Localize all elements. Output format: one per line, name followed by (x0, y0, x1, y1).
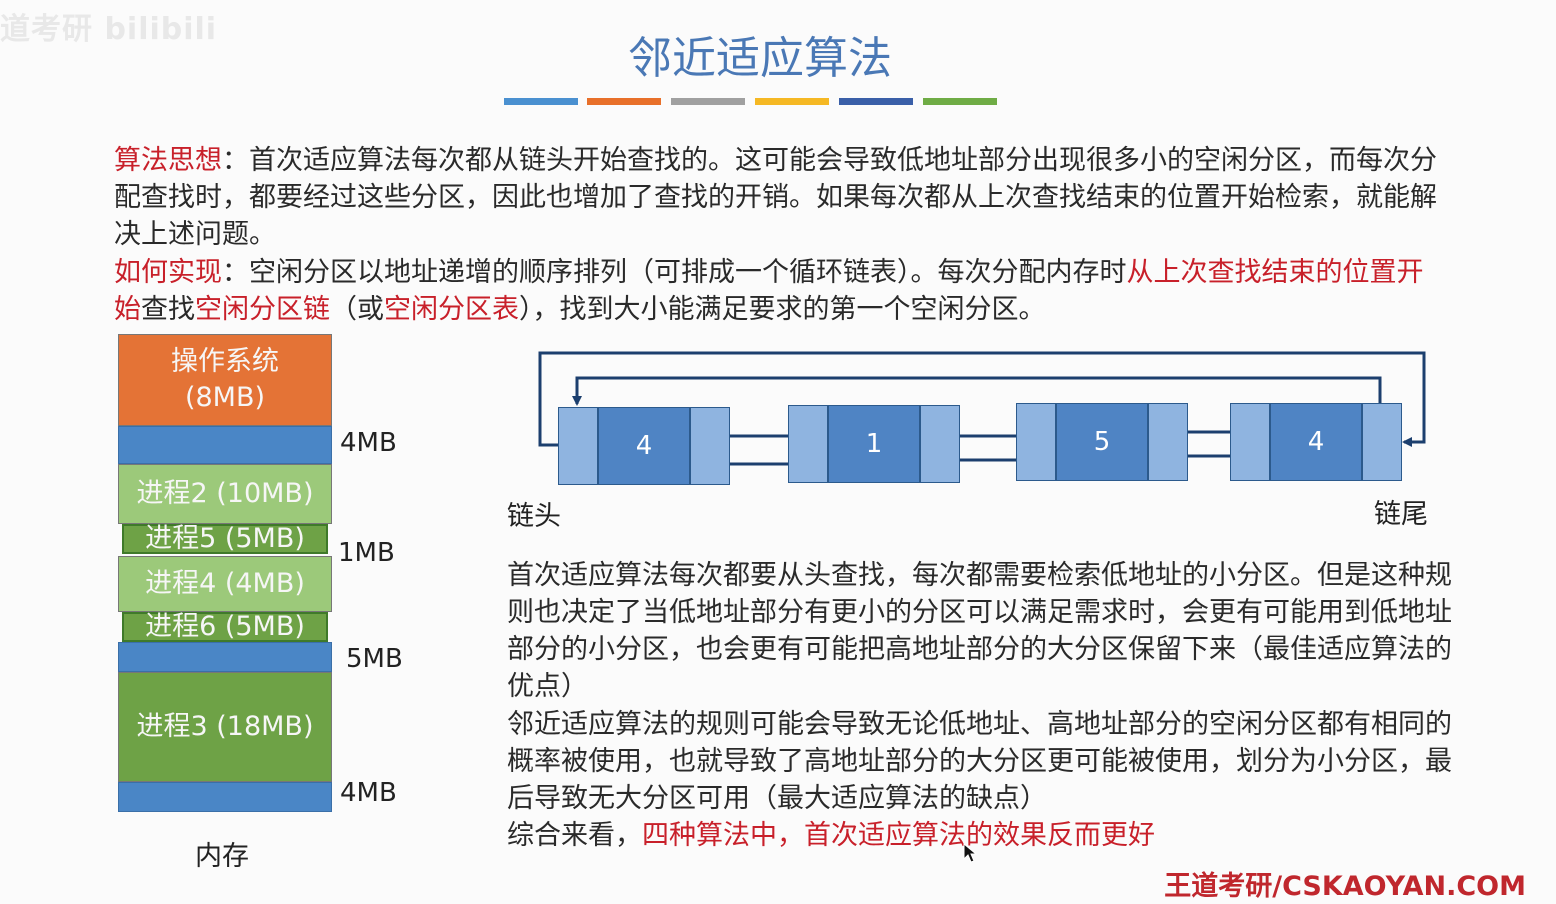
impl-red-1: 从上次查找结束的位置开始 (114, 257, 1424, 325)
list-node: 1 (788, 405, 960, 483)
free-size-label: 1MB (338, 538, 395, 568)
conclusion-highlight: 四种算法中，首次适应算法的效果反而更好 (642, 820, 1155, 851)
outer-loop-arrow (538, 351, 1426, 447)
node-next-pointer (920, 405, 960, 483)
impl-text-1: ：空闲分区以地址递增的顺序排列（可排成一个循环链表）。每次分配内存时 (222, 257, 1127, 288)
node-size: 4 (598, 407, 690, 485)
footer-brand: 王道考研/CSKAOYAN.COM (1164, 871, 1526, 902)
free-size-label: 4MB (340, 428, 397, 458)
process4-label: 进程4 (4MB) (145, 568, 305, 599)
memory-label: 内存 (195, 841, 249, 872)
free-size-label: 5MB (346, 644, 403, 674)
idea-text: ：首次适应算法每次都从链头开始查找的。这可能会导致低地址部分出现很多小的空闲分区… (114, 145, 1437, 250)
list-node: 4 (558, 407, 730, 485)
mouse-cursor-icon (963, 843, 977, 863)
node-next-pointer (1148, 403, 1188, 481)
memory-free-block (118, 782, 332, 812)
memory-process5-block: 进程5 (5MB) (122, 523, 328, 554)
node-next-pointer (690, 407, 730, 485)
impl-text-4: ），找到大小能满足要求的第一个空闲分区。 (519, 294, 1046, 325)
node-size: 1 (828, 405, 920, 483)
explanation-2: 邻近适应算法的规则可能会导致无论低地址、高地址部分的空闲分区都有相同的概率被使用… (507, 709, 1452, 814)
inner-loop-arrow (572, 376, 1382, 406)
algorithm-idea: 算法思想：首次适应算法每次都从链头开始查找的。这可能会导致低地址部分出现很多小的… (114, 142, 1444, 253)
title-bar-segment (755, 98, 829, 105)
impl-red-2: 空闲分区链 (195, 294, 330, 325)
list-node: 4 (1230, 403, 1402, 481)
implementation: 如何实现：空闲分区以地址递增的顺序排列（可排成一个循环链表）。每次分配内存时从上… (114, 254, 1444, 328)
os-label: 操作系统 (171, 346, 279, 377)
process5-label: 进程5 (5MB) (145, 523, 305, 554)
memory-process4-block: 进程4 (4MB) (118, 556, 332, 612)
os-size: (8MB) (184, 382, 266, 413)
title-bar-segment (839, 98, 913, 105)
title-bar-segment (504, 98, 578, 105)
list-node: 5 (1016, 403, 1188, 481)
node-next-pointer (1362, 403, 1402, 481)
idea-label: 算法思想 (114, 145, 222, 176)
title-bar-segment (671, 98, 745, 105)
node-prev-pointer (1016, 403, 1056, 481)
list-tail-label: 链尾 (1374, 499, 1428, 530)
impl-text-2: 查找 (141, 294, 195, 325)
memory-process2-block: 进程2 (10MB) (118, 464, 332, 524)
impl-label: 如何实现 (114, 257, 222, 288)
process3-label: 进程3 (18MB) (136, 711, 314, 742)
memory-free-block (118, 642, 332, 672)
process6-label: 进程6 (5MB) (145, 611, 305, 642)
impl-red-3: 空闲分区表 (384, 294, 519, 325)
node-prev-pointer (558, 407, 598, 485)
node-size: 5 (1056, 403, 1148, 481)
memory-process6-block: 进程6 (5MB) (122, 611, 328, 642)
explanation-1: 首次适应算法每次都要从头查找，每次都需要检索低地址的小分区。但是这种规则也决定了… (507, 560, 1452, 702)
page-title: 邻近适应算法 (628, 33, 892, 84)
memory-process3-block: 进程3 (18MB) (118, 672, 332, 782)
title-bar-segment (923, 98, 997, 105)
node-size: 4 (1270, 403, 1362, 481)
memory-free-block (118, 426, 332, 464)
explanation-3: 综合来看，四种算法中，首次适应算法的效果反而更好 (507, 817, 1467, 854)
free-size-label: 4MB (340, 778, 397, 808)
list-head-label: 链头 (507, 501, 561, 532)
watermark-logo: 道考研 bilibili (0, 12, 218, 47)
node-prev-pointer (788, 405, 828, 483)
memory-os-block: 操作系统 (8MB) (118, 334, 332, 426)
title-bar-segment (587, 98, 661, 105)
conclusion-prefix: 综合来看， (507, 820, 642, 851)
node-prev-pointer (1230, 403, 1270, 481)
impl-text-3: （或 (330, 294, 384, 325)
process2-label: 进程2 (10MB) (136, 478, 314, 509)
